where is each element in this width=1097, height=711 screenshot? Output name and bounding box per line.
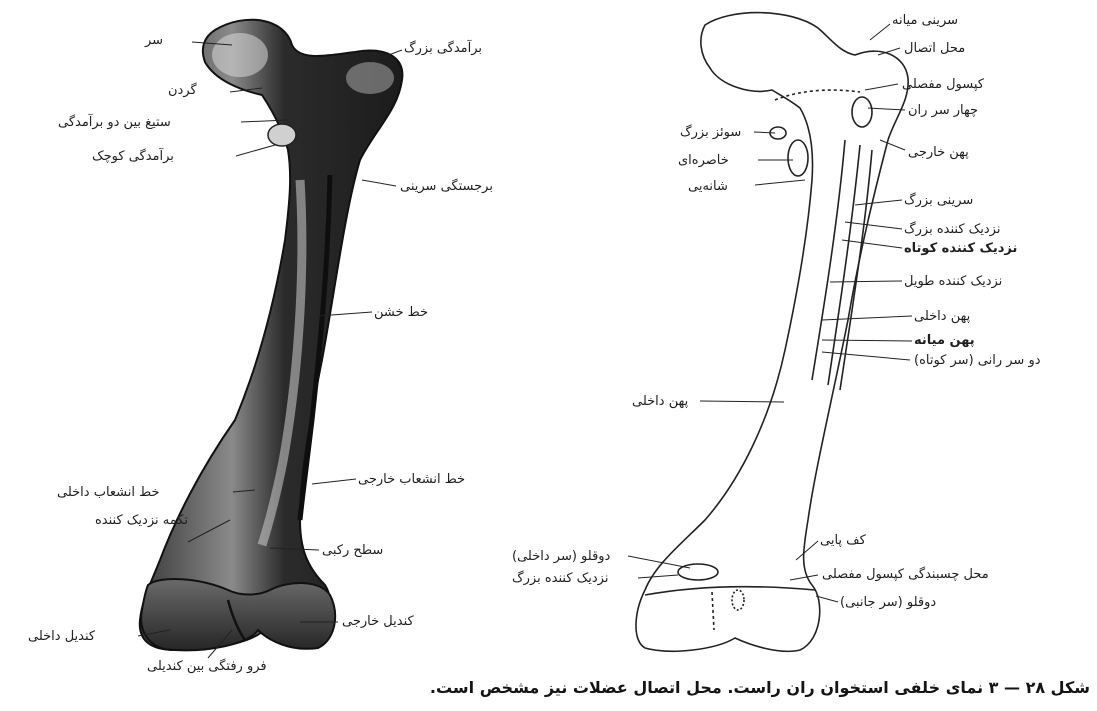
label-medial-condyle: کندیل داخلی [28, 630, 95, 643]
label-capsule-attachment: محل چسبندگی کپسول مفصلی [822, 568, 989, 581]
iliacus-insertion [788, 140, 808, 176]
label-gluteal-tuberosity: برجستگی سرینی [400, 180, 493, 193]
label-insertion-site: محل اتصال [904, 42, 965, 55]
quadratus-insertion [852, 97, 872, 127]
label-lesser-trochanter: برآمدگی کوچک [92, 150, 174, 163]
label-joint-capsule: کپسول مفصلی [902, 78, 984, 91]
right-femur-outline [636, 13, 908, 652]
label-gastrocnemius-lateral: دوقلو (سر جانبی) [840, 596, 936, 609]
muscle-attachment-strip-2 [828, 145, 860, 385]
label-medial-supracondylar-line: خط انشعاب داخلی [57, 486, 160, 499]
label-vastus-medialis-upper: پهن داخلی [914, 310, 970, 323]
label-head: سر [145, 34, 163, 47]
label-vastus-lateralis: پهن خارجی [908, 146, 969, 159]
label-popliteal-surface: سطح رکبی [322, 544, 383, 557]
right-femur-drawing [636, 13, 908, 652]
capsule-line [775, 90, 860, 100]
label-gluteus-maximus: سرینی بزرگ [904, 194, 973, 207]
label-adductor-magnus: نزدیک کننده بزرگ [904, 223, 1000, 236]
label-intertrochanteric-crest: ستیغ بین دو برآمدگی [58, 116, 171, 129]
label-neck: گردن [168, 84, 197, 97]
label-biceps-short-head: دو سر رانی (سر کوتاه) [914, 354, 1041, 367]
label-lateral-supracondylar-line: خط انشعاب خارجی [358, 473, 465, 486]
intercondylar-line-right [712, 592, 714, 630]
label-greater-trochanter: برآمدگی بزرگ [404, 42, 482, 55]
label-psoas-major: سوئز بزرگ [680, 126, 741, 139]
label-adductor-longus: نزدیک کننده طویل [904, 275, 1002, 288]
greater-trochanter-highlight [346, 62, 394, 94]
label-adductor-magnus-lower: نزدیک کننده بزرگ [512, 572, 608, 585]
label-lateral-condyle: کندیل خارجی [342, 615, 414, 628]
label-gastrocnemius-medial: دوقلو (سر داخلی) [512, 550, 610, 563]
label-iliacus: خاصره‌ای [678, 154, 729, 167]
label-intercondylar-fossa: فرو رفتگی بین کندیلی [147, 660, 267, 673]
lateral-condyle-mark [732, 590, 744, 610]
muscle-attachment-strip-1 [812, 140, 845, 380]
label-pectineus: شانه‌یی [688, 180, 728, 193]
label-adductor-brevis: نزدیک کننده کوتاه [904, 242, 1017, 255]
femoral-head-highlight [212, 33, 268, 77]
label-gluteus-medius: سرینی میانه [892, 14, 958, 27]
lesser-trochanter-knob [268, 124, 296, 146]
label-adductor-tubercle: تکمه نزدیک کننده [95, 514, 188, 527]
label-quadratus-femoris: چهار سر ران [908, 104, 978, 117]
label-plantaris: کف پایی [820, 534, 866, 547]
label-linea-aspera: خط خشن [374, 306, 428, 319]
right-condyle-line [645, 587, 815, 595]
label-vastus-medialis: پهن داخلی [632, 395, 688, 408]
label-vastus-intermedius: پهن میانه [914, 334, 975, 347]
figure-caption: شکل ۲۸ — ۳ نمای خلفی استخوان ران راست. م… [400, 678, 1090, 697]
